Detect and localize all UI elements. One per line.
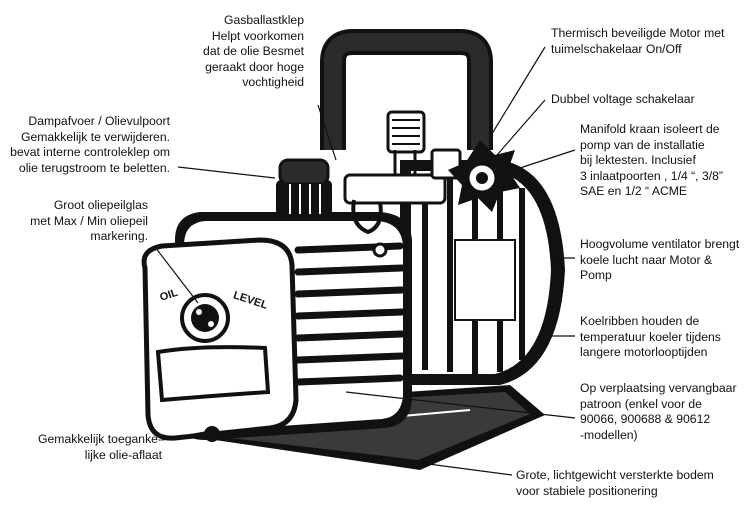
callout-gasballast: Gasballastklep Helpt voorkomen dat de ol…	[203, 13, 304, 90]
callout-motor: Thermisch beveiligde Motor met tuimelsch…	[551, 26, 725, 56]
oil-fill-cap	[276, 158, 332, 216]
callout-fan: Hoogvolume ventilator brengt koele lucht…	[580, 237, 740, 283]
pump-body	[141, 212, 412, 442]
callout-cooling-fins: Koelribben houden de temperatuur koeler …	[580, 314, 721, 360]
callout-oil-drain: Gemakkelijk toeganke- lijke olie-aflaat	[38, 432, 162, 462]
leader-lines	[154, 46, 576, 476]
motor-housing	[400, 160, 565, 385]
callout-cartridge: Op verplaatsing vervangbaar patroon (enk…	[580, 381, 737, 442]
callout-base: Grote, lichtgewicht versterkte bodem voo…	[516, 468, 714, 498]
handle	[320, 29, 493, 150]
callout-oil-fill: Dampafvoer / Olievulpoort Gemakkelijk te…	[10, 114, 170, 175]
callout-manifold: Manifold kraan isoleert de pomp van de i…	[580, 122, 723, 199]
callout-voltage-switch: Dubbel voltage schakelaar	[551, 92, 695, 106]
callout-sight-glass: Groot oliepeilglas met Max / Min oliepei…	[30, 198, 148, 244]
valve-knob	[448, 140, 520, 212]
oil-marking: OIL	[158, 287, 179, 304]
